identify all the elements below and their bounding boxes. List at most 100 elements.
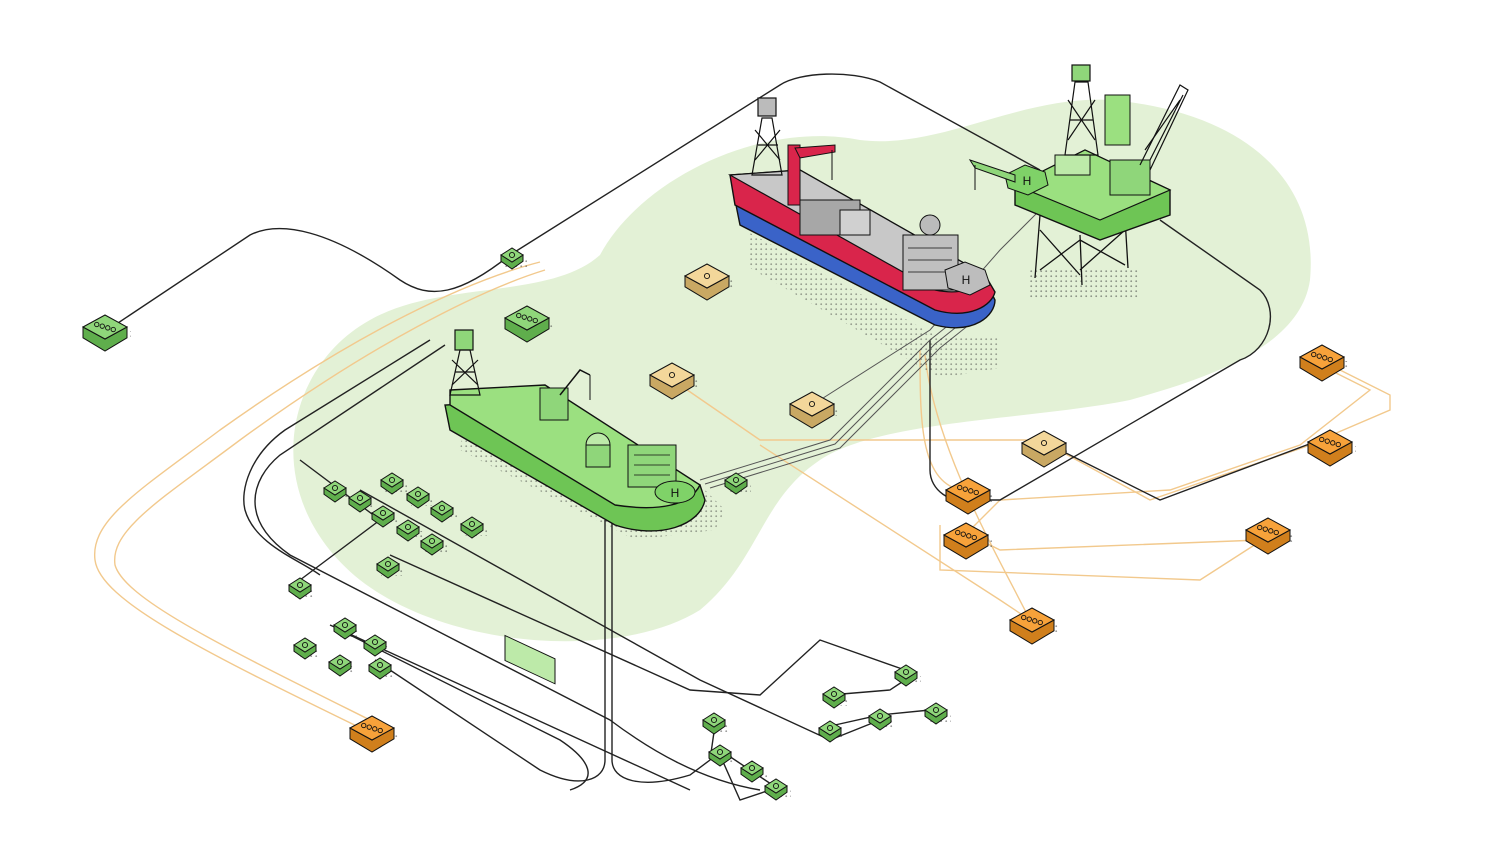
module-port — [1268, 528, 1274, 534]
module-port — [668, 371, 676, 379]
module-port — [716, 748, 724, 756]
manifold-module[interactable] — [944, 477, 994, 515]
module-port — [732, 476, 740, 484]
subsea-tree-module[interactable] — [333, 617, 360, 640]
module-port — [521, 314, 527, 320]
module-port — [388, 476, 396, 484]
drilling-platform[interactable]: H — [968, 64, 1189, 300]
module-port — [384, 560, 392, 568]
module-port — [99, 323, 105, 329]
module-port — [932, 706, 940, 714]
subsea-tree-module[interactable] — [328, 654, 355, 677]
module-port — [808, 400, 816, 408]
module-port — [508, 251, 516, 259]
module-port — [1037, 619, 1043, 626]
manifold-module[interactable] — [1298, 344, 1348, 382]
seabed-modules — [81, 247, 1356, 801]
module-port — [876, 712, 884, 720]
module-port — [372, 726, 378, 732]
module-port — [377, 727, 383, 734]
support-vessel-helipad — [654, 480, 696, 504]
tanker-vessel[interactable]: H — [727, 97, 1000, 378]
subsea-tree-module[interactable] — [288, 577, 315, 600]
module-port — [110, 326, 116, 333]
subsea-tree-module[interactable] — [500, 247, 527, 270]
module-port — [336, 658, 344, 666]
module-port — [414, 490, 422, 498]
platform-derrick — [1064, 64, 1099, 156]
subsea-tree-module[interactable] — [406, 486, 433, 509]
manifold-module[interactable] — [503, 305, 553, 343]
subsea-tree-module[interactable] — [740, 760, 767, 783]
manifold-module[interactable] — [1020, 430, 1070, 468]
subsea-tree-module[interactable] — [924, 702, 951, 725]
tanker-derrick — [751, 97, 783, 176]
module-port — [1262, 526, 1268, 532]
subsea-tree-module[interactable] — [348, 490, 375, 513]
module-port — [1327, 356, 1333, 363]
subsea-tree-module[interactable] — [460, 516, 487, 539]
module-port — [438, 504, 446, 512]
module-port — [371, 638, 379, 646]
manifold-module[interactable] — [683, 263, 733, 301]
module-port — [1026, 616, 1032, 622]
module-port — [1273, 529, 1279, 536]
manifold-module[interactable] — [942, 522, 992, 560]
manifold-module[interactable] — [648, 362, 698, 400]
module-port — [1021, 614, 1027, 621]
platform-helipad-letter: H — [1023, 174, 1032, 188]
black-cable-network — [114, 73, 1321, 801]
tanker-helipad — [944, 261, 991, 296]
subsea-tree-module[interactable] — [708, 744, 735, 767]
module-port — [527, 316, 533, 322]
manifold-module[interactable] — [81, 314, 131, 352]
subsea-tree-module[interactable] — [818, 720, 845, 743]
module-port — [296, 581, 304, 589]
manifold-module[interactable] — [1306, 429, 1356, 467]
module-port — [962, 486, 968, 492]
subsea-tree-module[interactable] — [371, 505, 398, 528]
module-port — [379, 509, 387, 517]
module-port — [703, 272, 711, 280]
module-port — [532, 317, 538, 324]
module-port — [1311, 351, 1317, 358]
module-port — [341, 621, 349, 629]
subsea-tree-module[interactable] — [430, 500, 457, 523]
manifold-module[interactable] — [788, 391, 838, 429]
subsea-tree-module[interactable] — [894, 664, 921, 687]
module-port — [748, 764, 756, 772]
subsea-tree-module[interactable] — [323, 480, 350, 503]
subsea-tree-module[interactable] — [368, 657, 395, 680]
subsea-tree-module[interactable] — [396, 519, 423, 542]
module-port — [966, 533, 972, 539]
module-port — [1257, 524, 1263, 531]
module-port — [1032, 618, 1038, 624]
module-port — [902, 668, 910, 676]
module-port — [1316, 353, 1322, 359]
subsea-tree-module[interactable] — [380, 472, 407, 495]
support-vessel[interactable]: H — [444, 329, 725, 685]
subsea-tree-module[interactable] — [724, 472, 751, 495]
module-port — [772, 782, 780, 790]
module-port — [1324, 438, 1330, 444]
module-port — [1322, 355, 1328, 361]
subsea-tree-module[interactable] — [702, 712, 729, 735]
subsea-tree-module[interactable] — [363, 634, 390, 657]
subsea-tree-module[interactable] — [868, 708, 895, 731]
manifold-module[interactable] — [348, 715, 398, 753]
module-port — [960, 531, 966, 537]
subsea-tree-module[interactable] — [376, 556, 403, 579]
tanker-helipad-letter: H — [962, 273, 971, 287]
module-port — [955, 529, 961, 536]
manifold-module[interactable] — [1244, 517, 1294, 555]
subsea-tree-module[interactable] — [822, 686, 849, 709]
subsea-tree-module[interactable] — [420, 533, 447, 556]
support-vessel-derrick — [449, 329, 481, 396]
manifold-module[interactable] — [1008, 607, 1058, 645]
module-port — [1040, 439, 1048, 447]
module-port — [356, 494, 364, 502]
module-port — [366, 724, 372, 730]
subsea-tree-module[interactable] — [293, 637, 320, 660]
subsea-tree-module[interactable] — [764, 778, 791, 801]
